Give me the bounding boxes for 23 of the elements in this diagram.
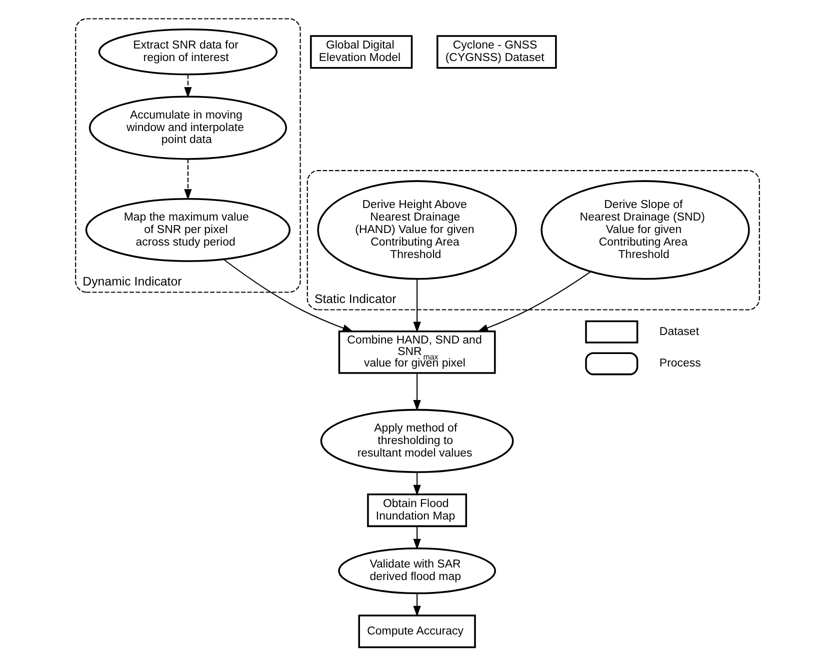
arrow — [184, 74, 192, 98]
arrow — [477, 271, 592, 332]
legend-label: Dataset — [659, 326, 700, 338]
node-ellipse: Derive Height Above Nearest Drainage (HAND) Value for given Contributing Area Threshold — [317, 180, 517, 280]
node-ellipse: Extract SNR data for region of interest — [98, 28, 278, 76]
node-ellipse: Derive Slope of Nearest Drainage (SND) Value for given Contributing Area Threshold — [540, 180, 750, 280]
node-box: Cyclone - GNSS (CYGNSS) Dataset — [436, 35, 557, 69]
node-ellipse: Map the maximum value of SNR per pixel across study period — [85, 198, 291, 262]
arrow — [413, 472, 421, 496]
node-ellipse: Validate with SAR derived flood map — [338, 547, 496, 594]
node-ellipse: Accumulate in moving window and interpolate point data — [88, 96, 288, 160]
arrow — [413, 526, 421, 550]
arrow — [223, 258, 354, 332]
node-box: Combine HAND, SND and SNR$_{max}$ value for given pixel — [338, 330, 496, 374]
legend-label: Process — [659, 358, 701, 370]
node-box: Obtain Flood Inundation Map — [367, 493, 468, 528]
arrow — [413, 594, 421, 617]
arrow — [413, 373, 421, 412]
arrow — [184, 159, 192, 200]
node-ellipse: Apply method of thresholding to resultant model values — [320, 408, 514, 473]
node-box: Global Digital Elevation Model — [310, 35, 413, 69]
node-box: Compute Accuracy — [358, 614, 476, 648]
arrow — [413, 278, 421, 333]
